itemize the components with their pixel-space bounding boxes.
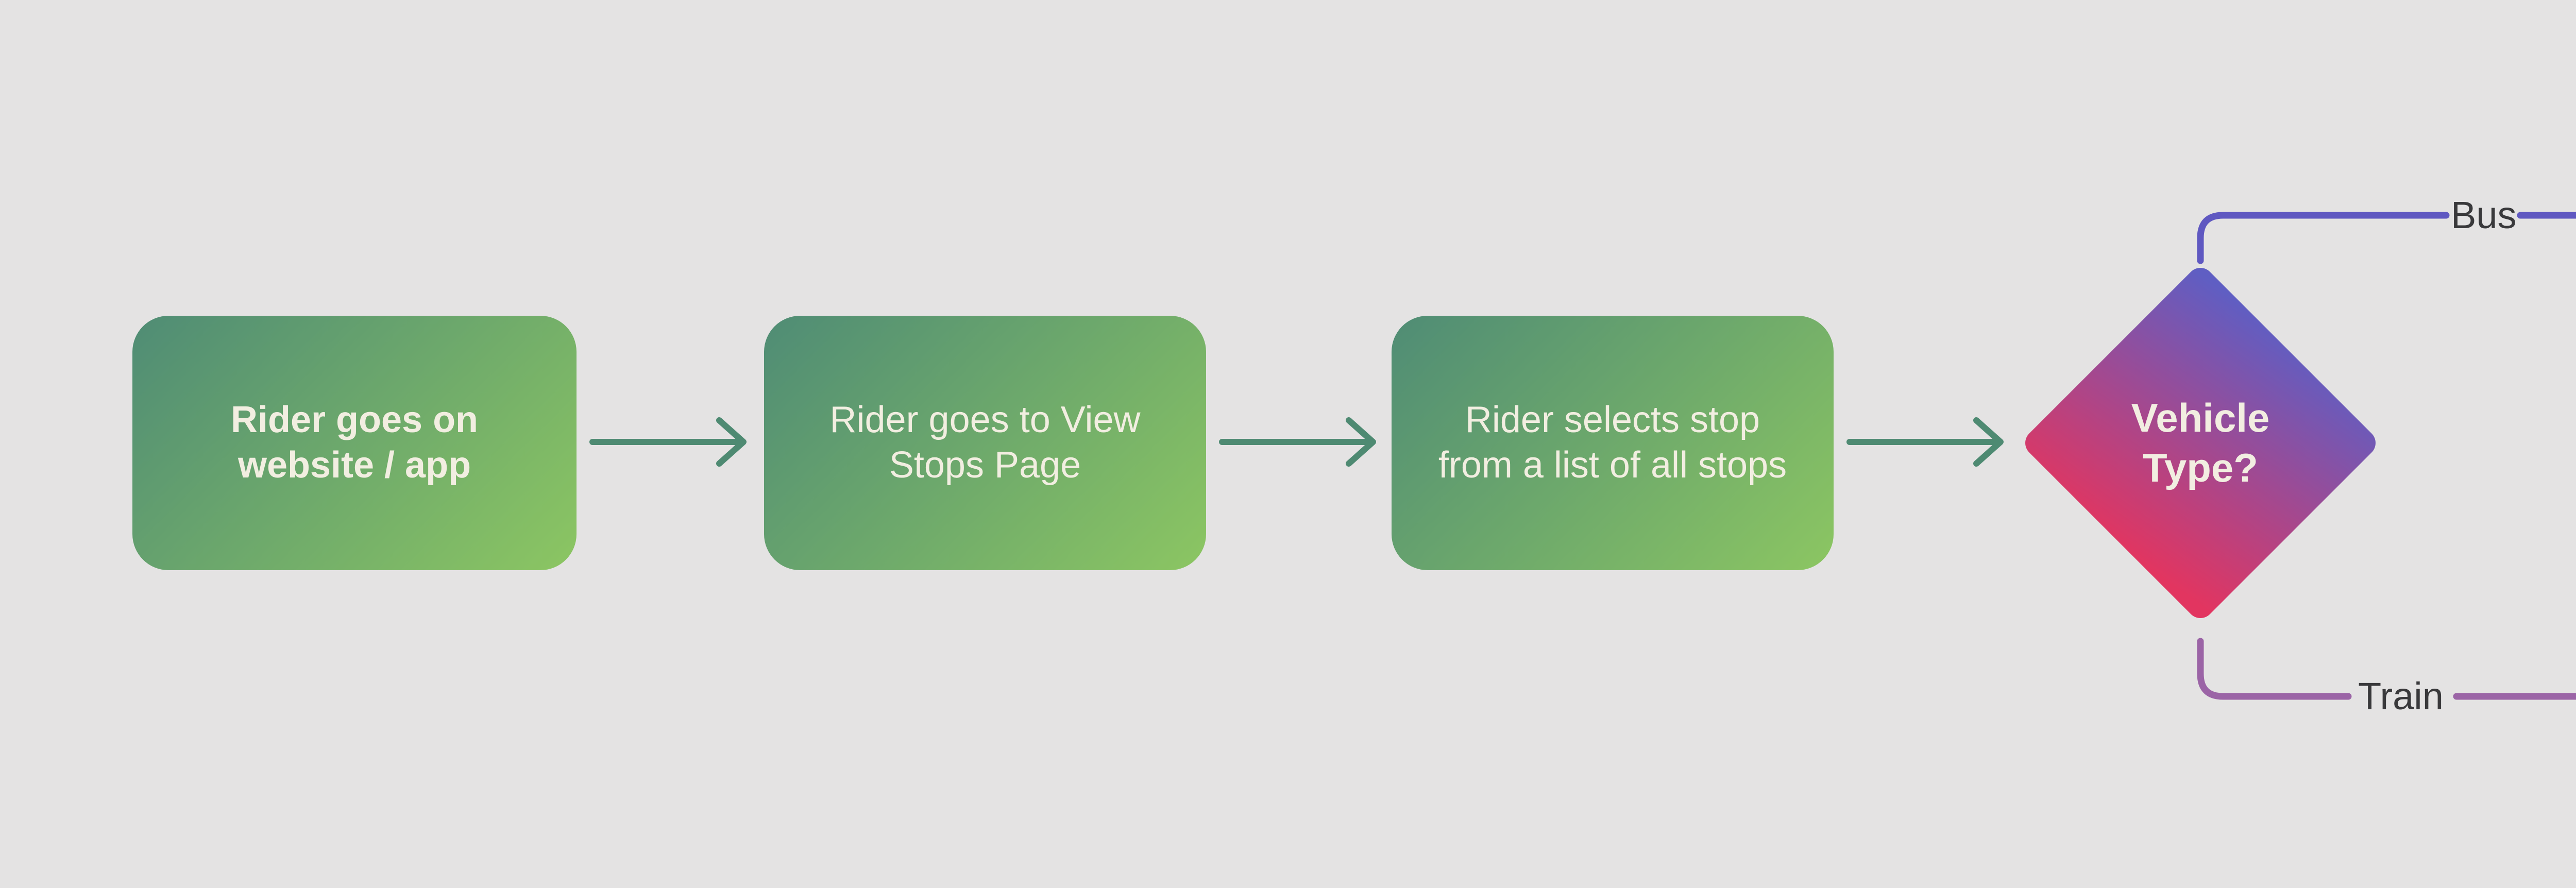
arrow-step2-step3 (1219, 417, 1376, 467)
step-label: Rider selects stop from a list of all st… (1438, 399, 1787, 486)
step-label: Rider goes on website / app (230, 399, 479, 486)
decision-vehicle-type: Vehicle Type? (2072, 315, 2329, 571)
decision-label: Vehicle Type? (2131, 395, 2270, 491)
arrow-step1-step2 (589, 417, 747, 467)
step-rider-goes-on-website: Rider goes on website / app (132, 316, 577, 570)
arrowhead-icon (1973, 417, 2004, 467)
connector-bus-branch (2197, 212, 2576, 264)
step-rider-goes-to-view-stops: Rider goes to View Stops Page (764, 316, 1206, 570)
arrowhead-icon (1346, 417, 1376, 467)
arrowhead-icon (716, 417, 747, 467)
edge-label-bus: Bus (2451, 194, 2517, 236)
arrow-step3-decision (1846, 417, 2004, 467)
edge-label-train: Train (2358, 675, 2444, 718)
connector-train-branch (2197, 638, 2576, 700)
step-label: Rider goes to View Stops Page (829, 399, 1141, 486)
step-rider-selects-stop: Rider selects stop from a list of all st… (1392, 316, 1834, 570)
